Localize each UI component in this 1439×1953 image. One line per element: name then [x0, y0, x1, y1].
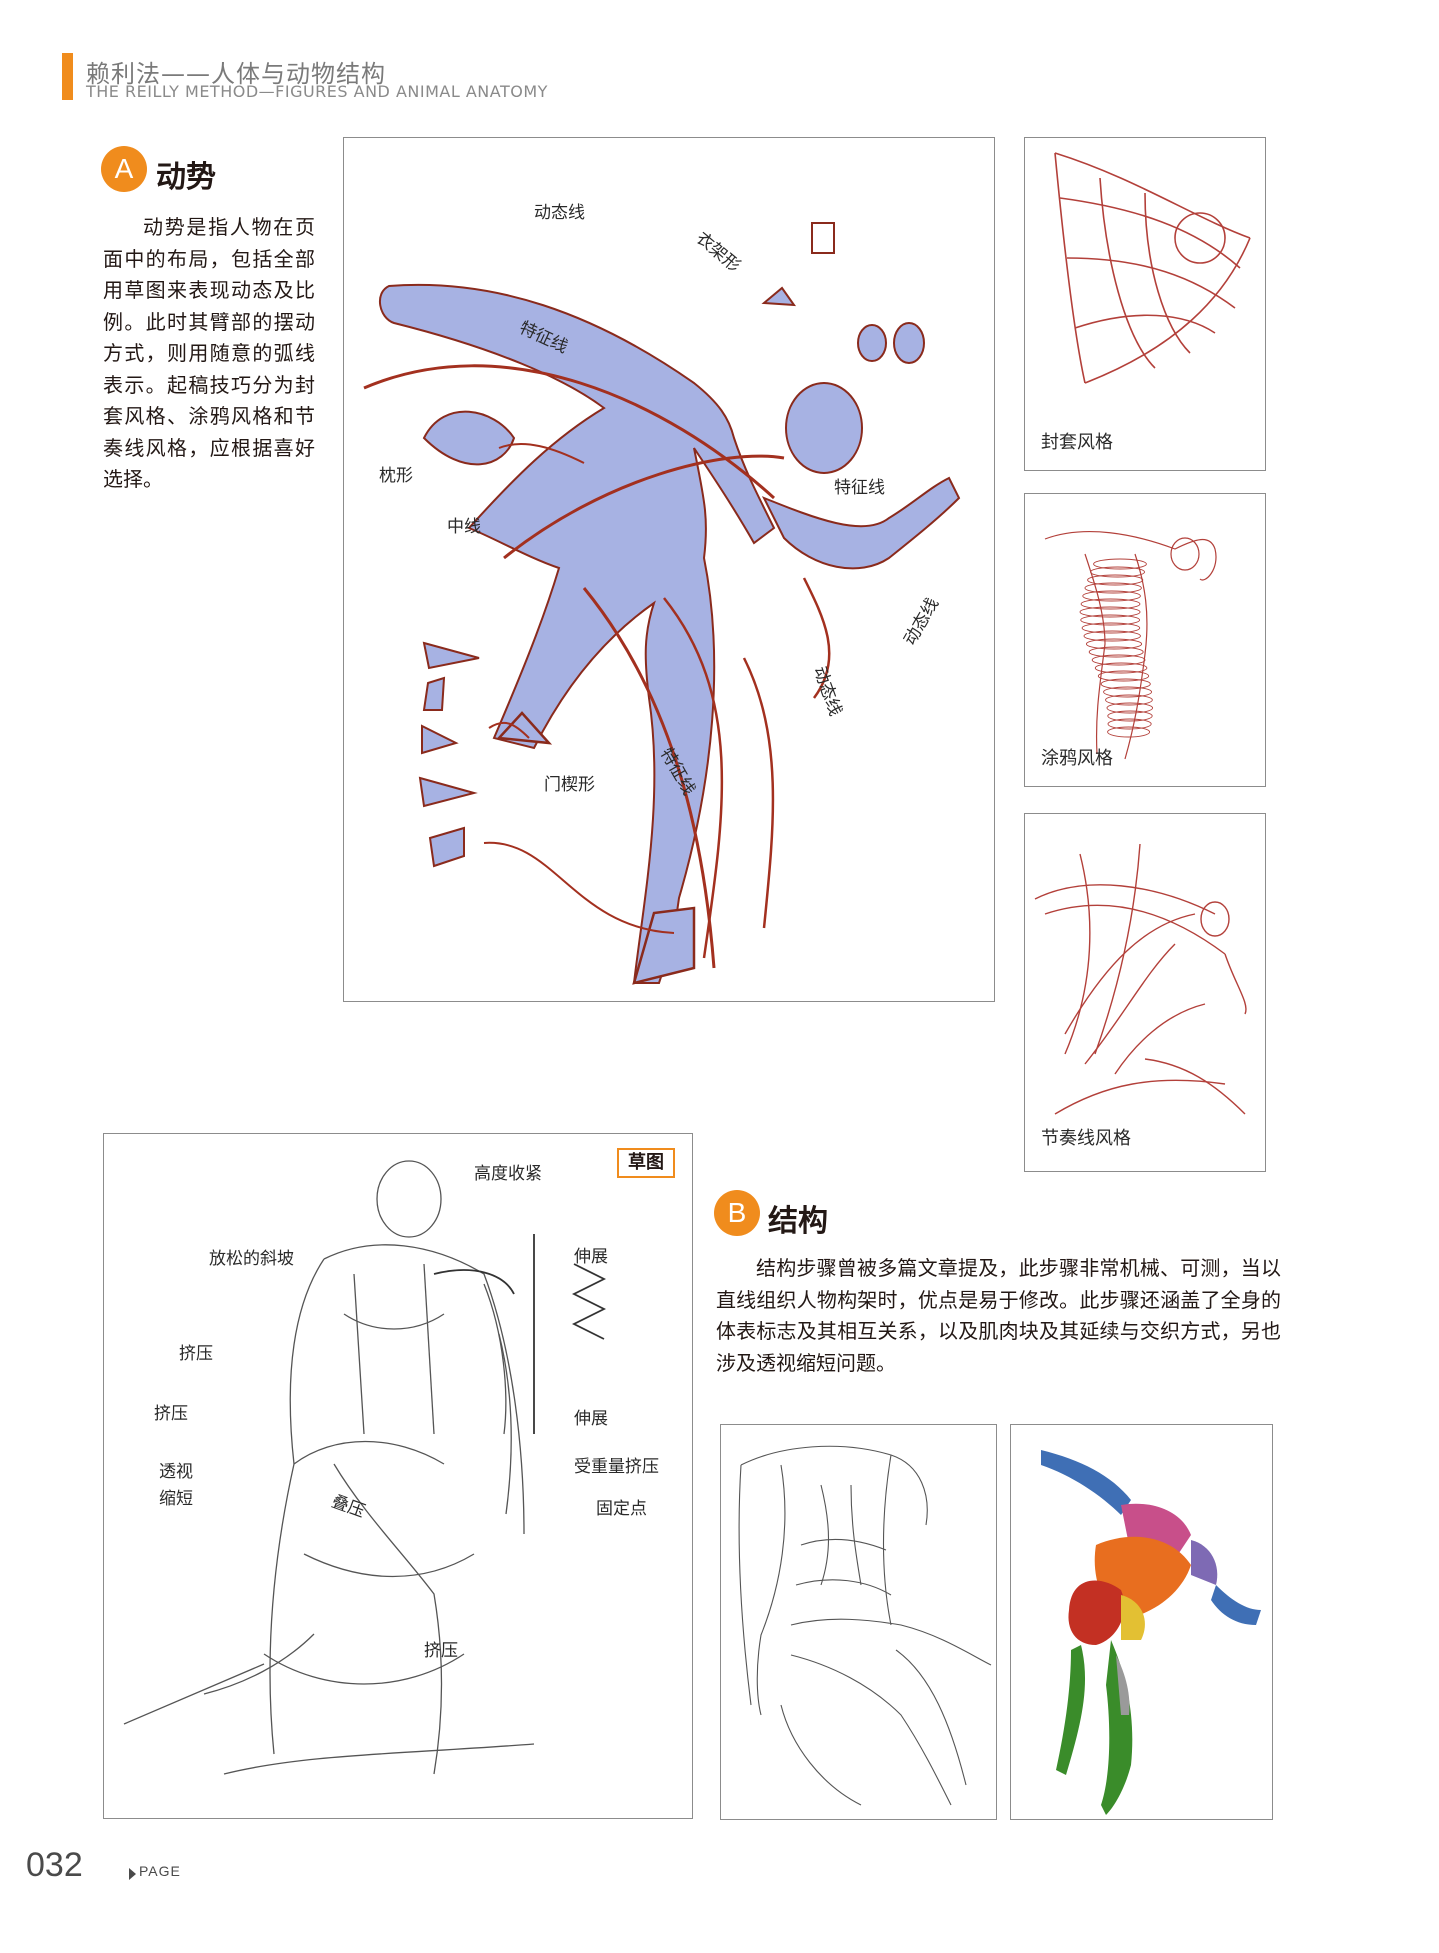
label-fangsong: 放松的斜坡 [209, 1249, 294, 1269]
scribble-ring [1097, 670, 1150, 682]
section-b-title: 结构 [768, 1204, 828, 1239]
scribble-ring [1100, 678, 1151, 690]
label-jiya-2: 挤压 [154, 1404, 188, 1424]
label-jiya-3: 挤压 [424, 1641, 458, 1661]
header-title-cn: 赖利法——人体与动物结构 [86, 60, 386, 88]
scribble-ring [1080, 598, 1141, 610]
rhythm-sketch [1034, 843, 1247, 1115]
label-zhenxing: 枕形 [379, 466, 413, 486]
wireframe-anatomy-figure [720, 1424, 997, 1820]
section-a-badge: A [101, 146, 147, 192]
page-arrow-icon [129, 1868, 136, 1880]
scribble-ring [1079, 606, 1141, 618]
color-muscle-drawing [1041, 1450, 1261, 1815]
section-b-badge: B [714, 1190, 760, 1236]
label-suoduan: 缩短 [159, 1489, 193, 1509]
scribble-ring [1091, 654, 1146, 666]
scribble-ring [1080, 614, 1141, 626]
label-tezheng-right: 特征线 [834, 478, 885, 498]
scribble-ring [1107, 710, 1153, 722]
scribble-ring [1107, 726, 1151, 738]
label-gaodu: 高度收紧 [474, 1164, 542, 1184]
scribble-sketch [1044, 530, 1217, 760]
scribble-ring [1093, 558, 1147, 570]
label-shouzhong: 受重量挤压 [574, 1457, 659, 1477]
scribble-style-figure: 涂鸦风格 [1024, 493, 1266, 787]
scribble-ring [1103, 686, 1153, 698]
envelope-style-figure: 封套风格 [1024, 137, 1266, 471]
gesture-drawing [363, 222, 961, 985]
pencil-sketch [123, 1160, 607, 1775]
scribble-ring [1084, 582, 1142, 594]
wireframe-drawing [738, 1445, 992, 1806]
scribble-ring [1085, 638, 1143, 650]
label-dongtai-top: 动态线 [534, 203, 585, 223]
label-shenzhan-2: 伸展 [574, 1409, 608, 1429]
scribble-ring [1094, 662, 1148, 674]
page-number: 032 [26, 1846, 83, 1884]
sketch-tag: 草图 [617, 1148, 675, 1178]
scribble-ring [1082, 590, 1141, 602]
main-gesture-figure: 动态线 衣架形 特征线 枕形 中线 特征线 动态线 动态线 特征线 门楔形 [343, 137, 995, 1002]
label-shenzhan-1: 伸展 [574, 1247, 608, 1267]
header-title-en: THE REILLY METHOD—FIGURES AND ANIMAL ANA… [86, 82, 548, 101]
section-b-body: 结构步骤曾被多篇文章提及，此步骤非常机械、可测，当以直线组织人物构架时，优点是易… [716, 1256, 1281, 1375]
scribble-ring [1107, 718, 1152, 730]
scribble-ring [1106, 702, 1154, 714]
label-zhongxian: 中线 [447, 517, 481, 537]
scribble-ring [1090, 566, 1145, 578]
structural-sketch-figure: 高度收紧 放松的斜坡 伸展 挤压 挤压 伸展 透视 缩短 受重量挤压 叠压 固定… [103, 1133, 693, 1819]
rhythm-style-figure: 节奏线风格 [1024, 813, 1266, 1172]
scribble-ring [1081, 622, 1141, 634]
section-a-body: 动势是指人物在页面中的布局，包括全部用草图来表现动态及比例。此时其臂部的摆动方式… [103, 215, 315, 491]
scribble-ring [1105, 694, 1153, 706]
page-label: PAGE [139, 1863, 181, 1879]
envelope-sketch [1054, 152, 1251, 384]
scribble-ring [1083, 630, 1141, 642]
scribble-ring [1088, 646, 1144, 658]
caption-scribble: 涂鸦风格 [1041, 748, 1113, 769]
label-jiya-1: 挤压 [179, 1344, 213, 1364]
color-muscle-figure [1010, 1424, 1273, 1820]
section-a-title: 动势 [156, 160, 216, 195]
caption-envelope: 封套风格 [1041, 432, 1113, 453]
caption-rhythm: 节奏线风格 [1041, 1128, 1131, 1149]
scribble-ring [1087, 574, 1144, 586]
header-accent-bar [62, 53, 73, 100]
label-guding: 固定点 [596, 1499, 647, 1519]
label-toushi: 透视 [159, 1462, 193, 1482]
label-menxie: 门楔形 [544, 775, 595, 795]
